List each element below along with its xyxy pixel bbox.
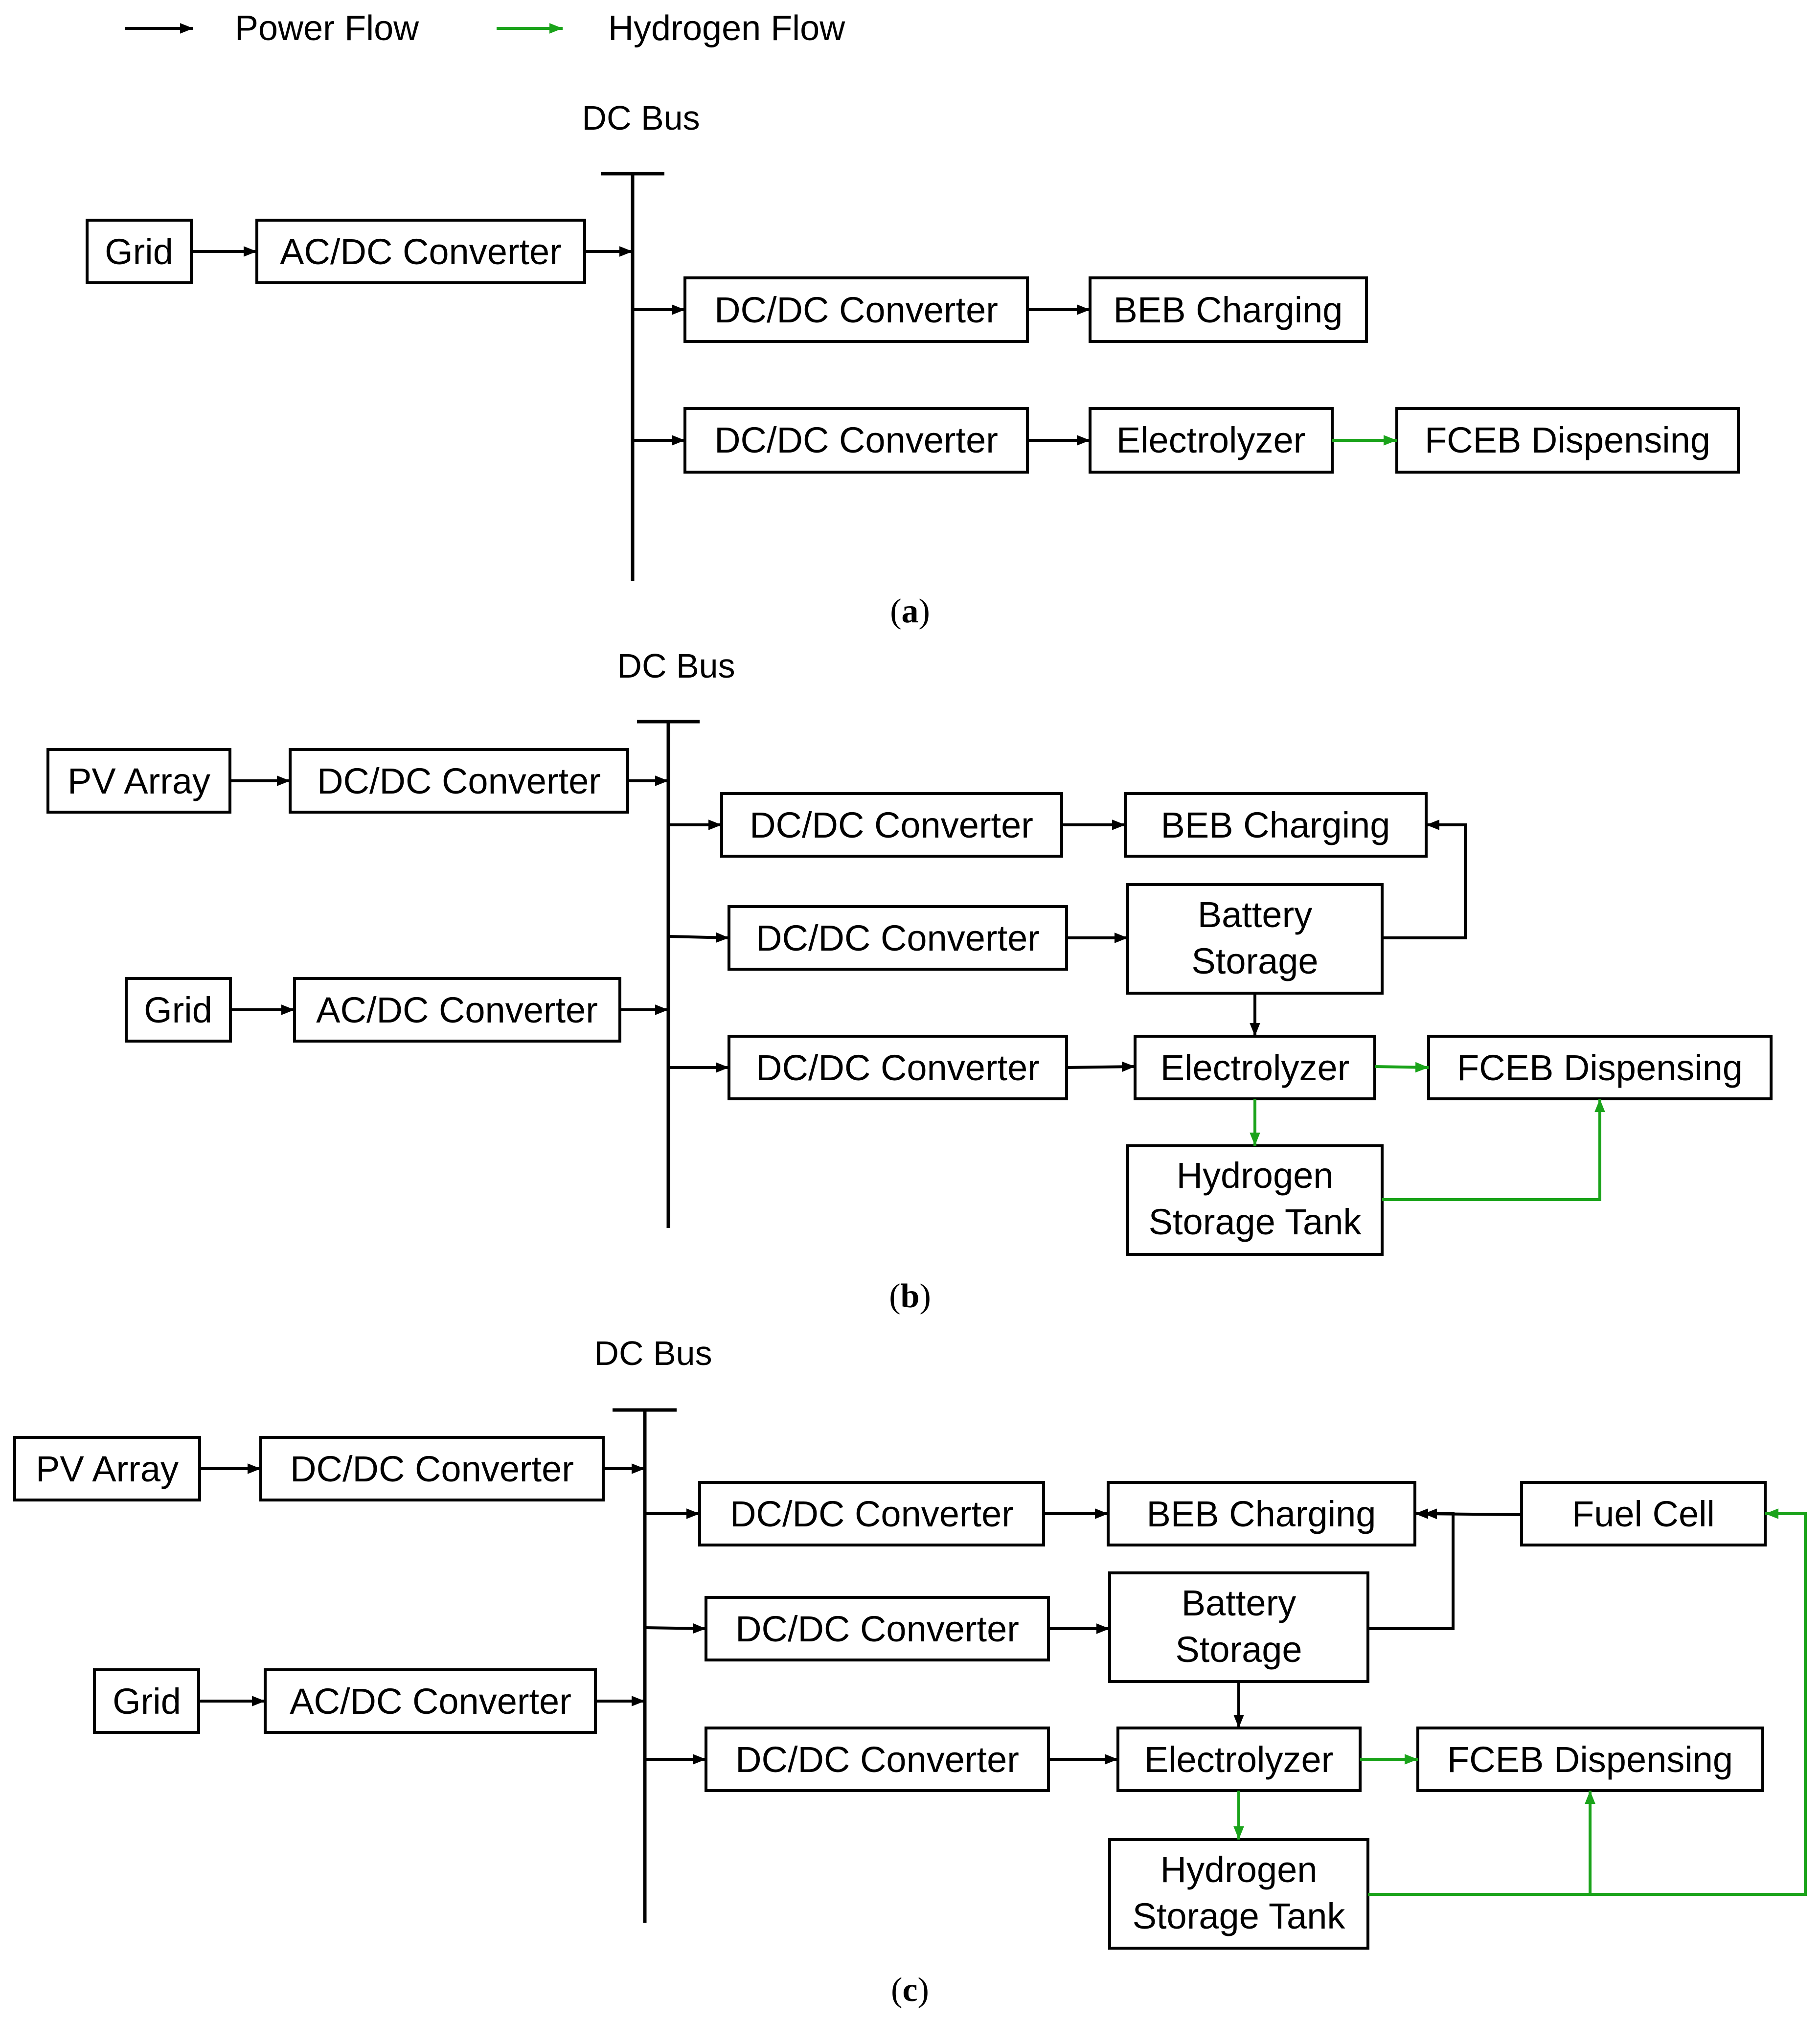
panel-a: DC Bus Grid AC/DC Converter DC/DC Conver… bbox=[86, 99, 1740, 630]
svg-text:DC/DC Converter: DC/DC Converter bbox=[714, 290, 998, 330]
dc-dc-converter-box: DC/DC Converter bbox=[720, 792, 1063, 858]
svg-text:Storage: Storage bbox=[1191, 941, 1318, 981]
svg-text:Grid: Grid bbox=[113, 1681, 181, 1722]
svg-text:Grid: Grid bbox=[105, 231, 173, 272]
svg-text:Battery: Battery bbox=[1182, 1583, 1296, 1623]
hydrogen-flow-arrow bbox=[1382, 1099, 1605, 1201]
svg-text:BEB Charging: BEB Charging bbox=[1161, 805, 1390, 845]
hydrogen-storage-tank-box: Hydrogen Storage Tank bbox=[1126, 1144, 1384, 1256]
battery-storage-box: Battery Storage bbox=[1108, 1571, 1369, 1683]
electrolyzer-box: Electrolyzer bbox=[1089, 407, 1334, 474]
dc-bus-label: DC Bus bbox=[582, 99, 700, 137]
dc-bus-label: DC Bus bbox=[594, 1334, 712, 1372]
electrolyzer-box: Electrolyzer bbox=[1116, 1727, 1362, 1792]
beb-charging-box: BEB Charging bbox=[1124, 792, 1428, 858]
dc-dc-converter-box: DC/DC Converter bbox=[698, 1481, 1045, 1546]
svg-text:Electrolyzer: Electrolyzer bbox=[1144, 1739, 1334, 1780]
fceb-dispensing-box: FCEB Dispensing bbox=[1395, 407, 1740, 474]
dc-dc-converter-box: DC/DC Converter bbox=[683, 407, 1029, 474]
pv-array-box: PV Array bbox=[13, 1436, 201, 1501]
grid-box: Grid bbox=[93, 1668, 200, 1734]
svg-text:Fuel Cell: Fuel Cell bbox=[1572, 1494, 1715, 1534]
ac-dc-converter-box: AC/DC Converter bbox=[293, 977, 621, 1043]
electrolyzer-box: Electrolyzer bbox=[1134, 1035, 1376, 1100]
power-flow-arrow bbox=[668, 932, 729, 943]
svg-text:AC/DC Converter: AC/DC Converter bbox=[280, 231, 562, 272]
svg-text:DC/DC Converter: DC/DC Converter bbox=[750, 805, 1033, 845]
svg-text:FCEB Dispensing: FCEB Dispensing bbox=[1447, 1739, 1733, 1780]
svg-text:BEB Charging: BEB Charging bbox=[1114, 290, 1343, 330]
hydrogen-flow-arrow bbox=[1590, 1508, 1807, 1896]
dc-dc-converter-box: DC/DC Converter bbox=[705, 1727, 1050, 1792]
grid-box: Grid bbox=[86, 219, 193, 284]
svg-text:Hydrogen: Hydrogen bbox=[1177, 1155, 1334, 1196]
pv-array-box: PV Array bbox=[46, 748, 231, 814]
svg-text:Storage Tank: Storage Tank bbox=[1133, 1896, 1346, 1936]
dc-dc-converter-box: DC/DC Converter bbox=[728, 905, 1068, 971]
svg-text:DC/DC Converter: DC/DC Converter bbox=[730, 1494, 1014, 1534]
svg-text:BEB Charging: BEB Charging bbox=[1147, 1494, 1376, 1534]
svg-text:AC/DC Converter: AC/DC Converter bbox=[290, 1681, 571, 1722]
power-flow-arrow bbox=[1066, 1061, 1136, 1072]
svg-text:AC/DC Converter: AC/DC Converter bbox=[316, 990, 598, 1030]
hydrogen-flow-arrow bbox=[1374, 1062, 1429, 1073]
hydrogen-flow-arrow bbox=[1368, 1791, 1595, 1896]
svg-text:Electrolyzer: Electrolyzer bbox=[1116, 420, 1306, 460]
beb-charging-box: BEB Charging bbox=[1089, 276, 1368, 343]
dc-dc-converter-box: DC/DC Converter bbox=[289, 748, 629, 814]
grid-box: Grid bbox=[125, 977, 232, 1043]
dc-dc-converter-box: DC/DC Converter bbox=[705, 1596, 1050, 1661]
svg-text:PV Array: PV Array bbox=[68, 761, 210, 801]
svg-text:Grid: Grid bbox=[144, 990, 212, 1030]
fuel-cell-box: Fuel Cell bbox=[1520, 1481, 1767, 1546]
dc-bus-label: DC Bus bbox=[617, 647, 735, 685]
svg-text:Storage Tank: Storage Tank bbox=[1149, 1202, 1362, 1242]
battery-storage-box: Battery Storage bbox=[1126, 883, 1384, 995]
ac-dc-converter-box: AC/DC Converter bbox=[255, 219, 586, 284]
panel-caption-a: (a) bbox=[890, 592, 930, 630]
panel-caption-c: (c) bbox=[891, 1971, 929, 2009]
ac-dc-converter-box: AC/DC Converter bbox=[264, 1668, 597, 1734]
hydrogen-storage-tank-box: Hydrogen Storage Tank bbox=[1108, 1838, 1369, 1950]
power-flow-arrow bbox=[1382, 819, 1467, 939]
dc-dc-converter-box: DC/DC Converter bbox=[259, 1436, 605, 1501]
svg-text:DC/DC Converter: DC/DC Converter bbox=[756, 1047, 1040, 1088]
svg-text:DC/DC Converter: DC/DC Converter bbox=[317, 761, 601, 801]
svg-text:FCEB Dispensing: FCEB Dispensing bbox=[1425, 420, 1710, 460]
hydrogen-flow-legend-label: Hydrogen Flow bbox=[608, 9, 845, 48]
dc-dc-converter-box: DC/DC Converter bbox=[683, 276, 1029, 343]
power-flow-arrow bbox=[644, 1623, 706, 1634]
svg-text:Hydrogen: Hydrogen bbox=[1160, 1849, 1318, 1890]
power-flow-arrow bbox=[1423, 1508, 1522, 1520]
panel-c: DC Bus PV Array DC/DC Converter Grid AC/… bbox=[13, 1334, 1807, 2009]
svg-text:PV Array: PV Array bbox=[36, 1449, 179, 1489]
panel-b: DC Bus PV Array DC/DC Converter Grid AC/… bbox=[46, 647, 1773, 1315]
svg-text:DC/DC Converter: DC/DC Converter bbox=[714, 420, 998, 460]
svg-text:Electrolyzer: Electrolyzer bbox=[1160, 1047, 1350, 1088]
dc-dc-converter-box: DC/DC Converter bbox=[728, 1035, 1068, 1100]
fceb-dispensing-box: FCEB Dispensing bbox=[1427, 1035, 1773, 1100]
beb-charging-box: BEB Charging bbox=[1107, 1481, 1416, 1546]
fceb-dispensing-box: FCEB Dispensing bbox=[1416, 1727, 1764, 1792]
svg-text:Battery: Battery bbox=[1198, 894, 1312, 935]
svg-text:DC/DC Converter: DC/DC Converter bbox=[756, 918, 1040, 958]
svg-text:FCEB Dispensing: FCEB Dispensing bbox=[1457, 1047, 1743, 1088]
panel-caption-b: (b) bbox=[889, 1277, 931, 1315]
legend: Power Flow Hydrogen Flow bbox=[125, 9, 845, 48]
svg-text:Storage: Storage bbox=[1175, 1629, 1302, 1670]
svg-text:DC/DC Converter: DC/DC Converter bbox=[735, 1609, 1019, 1649]
power-flow-legend-label: Power Flow bbox=[235, 9, 419, 48]
svg-text:DC/DC Converter: DC/DC Converter bbox=[735, 1739, 1019, 1780]
svg-text:DC/DC Converter: DC/DC Converter bbox=[290, 1449, 574, 1489]
